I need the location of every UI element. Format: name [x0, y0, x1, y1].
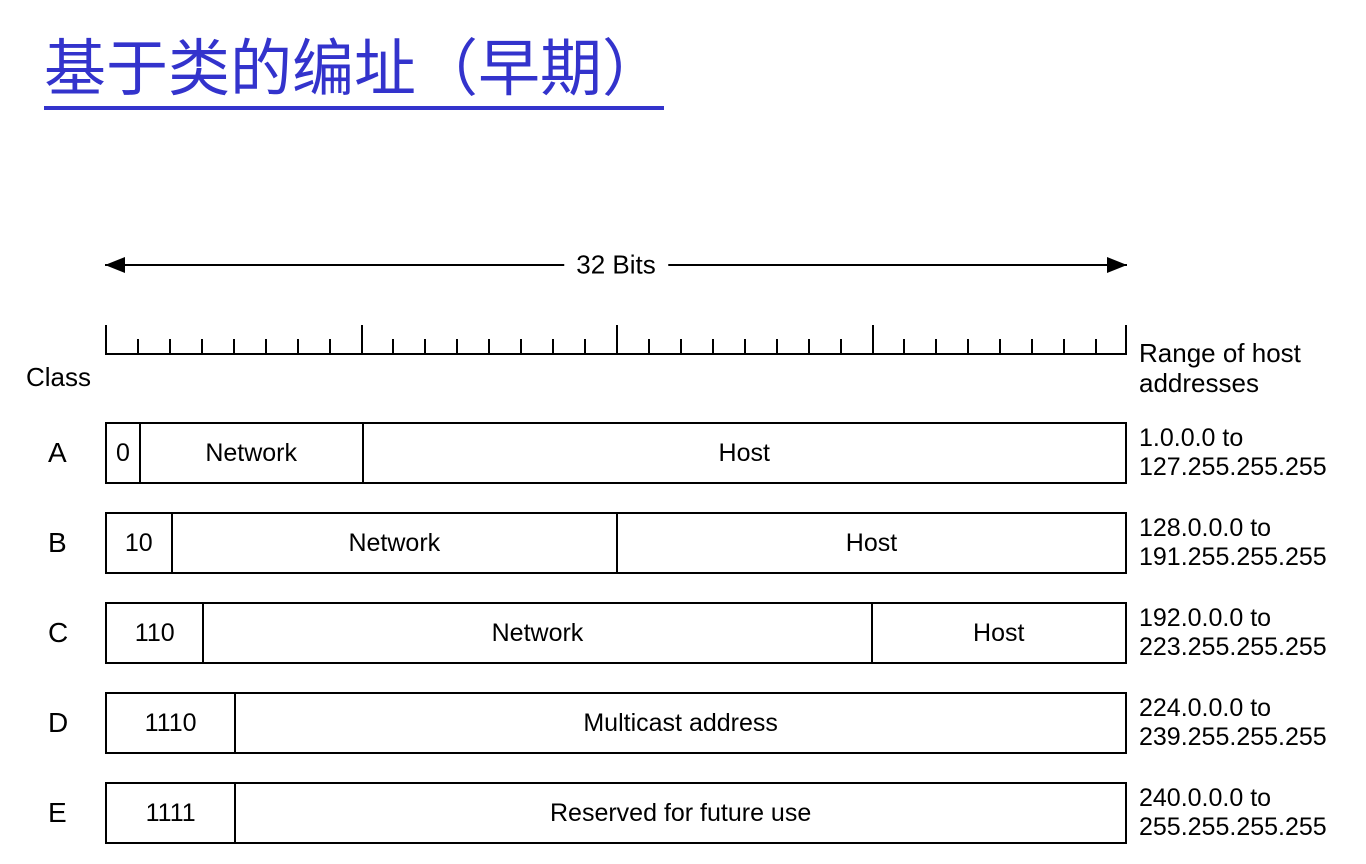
ruler-minor-tick: [584, 339, 587, 355]
ruler-minor-tick: [1063, 339, 1066, 355]
range-end: 223.255.255.255: [1139, 633, 1327, 661]
bitfield-0: 0: [115, 438, 130, 467]
range-column-header: Range of host addresses: [1139, 338, 1366, 398]
ruler-minor-tick: [647, 339, 650, 355]
range-end: 127.255.255.255: [1139, 453, 1327, 481]
ruler-minor-tick: [743, 339, 746, 355]
bitfield-host: Host: [361, 424, 1126, 482]
class-letter-b: B: [48, 527, 67, 558]
range-header-line-2: addresses: [1139, 368, 1259, 398]
ruler-major-tick: [1125, 325, 1127, 355]
bitfield-110: 110: [134, 618, 175, 647]
range-start: 224.0.0.0 to: [1139, 694, 1272, 722]
class-bitfield-bar: 1110 Multicast address: [105, 692, 1127, 754]
bitfield-reserved-for-future-use: Reserved for future use: [234, 784, 1125, 842]
ruler-minor-tick: [424, 339, 427, 355]
ruler-minor-tick: [328, 339, 331, 355]
class-letter-c: C: [48, 617, 69, 648]
ruler-major-tick: [871, 325, 874, 355]
bitfield-multicast-address: Multicast address: [234, 694, 1125, 752]
ruler-minor-tick: [1031, 339, 1034, 355]
ruler-minor-tick: [168, 339, 171, 355]
bitfield-1111: 1111: [145, 798, 196, 827]
ruler-minor-tick: [999, 339, 1002, 355]
page-title: 基于类的编址（早期）: [44, 38, 665, 110]
bitfield-network: Network: [170, 514, 616, 572]
ruler-minor-tick: [903, 339, 906, 355]
bit-ruler: [105, 323, 1127, 355]
ruler-minor-tick: [136, 339, 139, 355]
bitfield-network: Network: [202, 604, 870, 662]
ruler-minor-tick: [1095, 339, 1098, 355]
class-letter-d: D: [48, 707, 69, 738]
class-letter-e: E: [48, 797, 67, 828]
bit-width-label: 32 Bits: [564, 249, 668, 281]
class-column-caption: Class: [26, 362, 92, 392]
ruler-minor-tick: [232, 339, 235, 355]
ruler-minor-tick: [967, 339, 970, 355]
ruler-major-tick: [360, 325, 363, 355]
ruler-minor-tick: [296, 339, 299, 355]
ruler-minor-tick: [264, 339, 267, 355]
ruler-minor-tick: [711, 339, 714, 355]
bit-width-arrow: 32 Bits: [105, 249, 1127, 281]
bitfield-host: Host: [616, 514, 1125, 572]
bitfield-host: Host: [870, 604, 1126, 662]
range-start: 240.0.0.0 to: [1139, 784, 1272, 812]
ruler-minor-tick: [520, 339, 523, 355]
class-letter-a: A: [48, 437, 67, 468]
ruler-minor-tick: [552, 339, 555, 355]
bitfield-1110: 1110: [144, 708, 197, 737]
arrow-left-head-icon: [105, 257, 125, 273]
range-end: 255.255.255.255: [1139, 813, 1327, 841]
ruler-minor-tick: [935, 339, 938, 355]
range-start: 128.0.0.0 to: [1139, 514, 1272, 542]
range-start: 1.0.0.0 to: [1139, 424, 1244, 452]
range-start: 192.0.0.0 to: [1139, 604, 1272, 632]
range-end: 239.255.255.255: [1139, 723, 1327, 751]
ruler-minor-tick: [775, 339, 778, 355]
ruler-minor-tick: [807, 339, 810, 355]
range-end: 191.255.255.255: [1139, 543, 1327, 571]
arrow-right-head-icon: [1107, 257, 1127, 273]
ruler-minor-tick: [839, 339, 842, 355]
bitfield-network: Network: [138, 424, 362, 482]
ruler-minor-tick: [392, 339, 395, 355]
ruler-minor-tick: [456, 339, 459, 355]
range-header-line-1: Range of host: [1139, 338, 1301, 368]
class-bitfield-bar: 1111 Reserved for future use: [105, 782, 1127, 844]
ruler-minor-tick: [200, 339, 203, 355]
ruler-minor-tick: [679, 339, 682, 355]
bitfield-10: 10: [124, 528, 153, 557]
ip-address-class-diagram: 32 Bits Class Range of host addresses A 0…: [0, 226, 1366, 864]
ruler-minor-tick: [488, 339, 491, 355]
ruler-major-tick: [616, 325, 618, 355]
ruler-major-tick: [105, 325, 107, 355]
